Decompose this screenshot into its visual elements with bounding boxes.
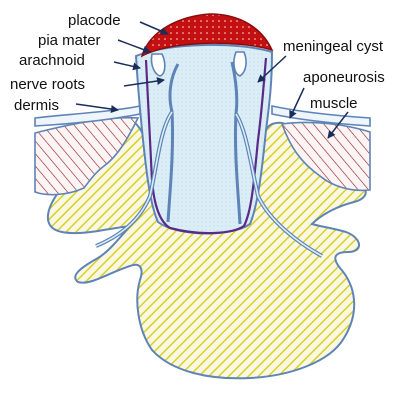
- aponeurosis-pointer: [289, 87, 305, 119]
- neural-tube-right-wall: [230, 61, 242, 225]
- label-dermis: dermis: [14, 97, 59, 114]
- dermis-pointer: [75, 103, 119, 113]
- pia-mater-pointer: [117, 39, 151, 54]
- label-aponeurosis: aponeurosis: [303, 69, 385, 86]
- pia-fold-right: [233, 51, 247, 77]
- label-pia-mater: pia mater: [38, 32, 101, 49]
- placode: [140, 13, 274, 58]
- label-nerve-roots: nerve roots: [10, 76, 85, 93]
- label-muscle: muscle: [310, 95, 358, 112]
- nerve-roots-pointer: [123, 77, 165, 87]
- arachnoid-pointer: [113, 61, 141, 71]
- muscle-pointer: [327, 111, 349, 139]
- muscle-right: [280, 121, 371, 192]
- meningeal-cyst-pointer: [257, 55, 287, 83]
- placode-pointer: [139, 21, 169, 35]
- label-placode: placode: [68, 12, 121, 29]
- nerve-root-left-inner: [95, 111, 173, 247]
- label-arachnoid: arachnoid: [19, 52, 85, 69]
- label-meningeal-cyst: meningeal cyst: [283, 38, 384, 55]
- nerve-root-right-inner: [235, 113, 323, 257]
- neural-tube-left-wall: [166, 63, 180, 223]
- pia-fold-left: [150, 53, 166, 77]
- pia-mater: [144, 57, 268, 235]
